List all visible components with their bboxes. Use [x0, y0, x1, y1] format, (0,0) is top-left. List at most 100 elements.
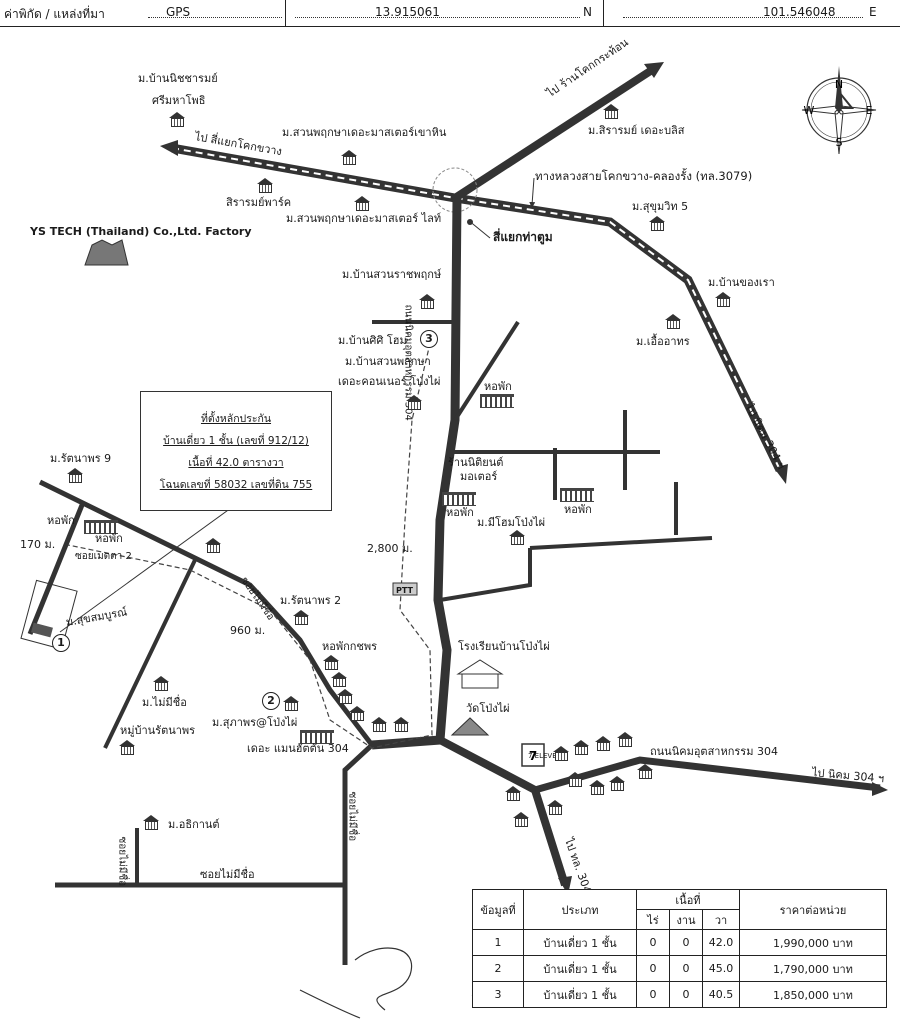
label-manhattan: เดอะ แมนฮัตตัน 304 — [247, 742, 349, 755]
house-icon — [152, 676, 170, 691]
house-icon — [118, 740, 136, 755]
cell-type: บ้านเดี่ยว 1 ชั้น — [523, 981, 637, 1008]
house-icon — [636, 764, 654, 779]
label-nikhom-road-horizontal: ถนนนิคมอุตสาหกรรม 304 — [650, 745, 778, 758]
longitude-dir: E — [869, 5, 877, 19]
cell-price: 1,790,000 บาท — [739, 955, 887, 982]
intersection-circle — [432, 167, 478, 213]
label-dist-960: 960 ม. — [230, 624, 266, 637]
cell-rai: 0 — [636, 955, 670, 982]
label-dorm-5: หอพัก — [95, 532, 123, 545]
th-ngan: งาน — [669, 909, 703, 930]
cell-no: 3 — [472, 981, 524, 1008]
dorm-icon — [300, 730, 334, 744]
th-rai: ไร่ — [636, 909, 670, 930]
label-soi-left: ซอยไม่มีชื่อ — [116, 836, 128, 887]
compass-n: N — [835, 78, 843, 91]
cell-no: 1 — [472, 929, 524, 956]
seven-eleven-logo-text: 7 — [529, 749, 537, 763]
cell-price: 1,990,000 บาท — [739, 929, 887, 956]
highway-3079 — [160, 140, 788, 484]
house-icon — [608, 776, 626, 791]
house-icon — [512, 812, 530, 827]
label-wat-pong-phai: วัดโป่งไผ่ — [466, 702, 510, 715]
temple-icon — [450, 717, 490, 736]
cell-price: 1,850,000 บาท — [739, 981, 887, 1008]
infobox-line2: เนื้อที่ 42.0 ตารางวา — [188, 457, 284, 469]
cell-ngan: 0 — [669, 955, 703, 982]
cell-no: 2 — [472, 955, 524, 982]
table-row: 2 บ้านเดี่ยว 1 ชั้น 0 0 45.0 1,790,000 บ… — [472, 955, 887, 982]
cell-wa: 40.5 — [702, 981, 740, 1008]
label-suan-phruksa-corner: ม.บ้านสวนพฤกษา — [345, 355, 431, 368]
marker-3: 3 — [420, 330, 438, 348]
label-soi-bottom: ซอยไม่มีชื่อ — [200, 868, 255, 881]
label-suan-phruksa-khao-hin: ม.สวนพฤกษาเดอะมาสเตอร์เขาหิน — [282, 126, 447, 139]
label-soi-vert: ซอยไม่มีชื่อ — [346, 791, 358, 842]
road-to-khok-krathon — [452, 62, 664, 202]
source-cell: ค่าพิกัด / แหล่งที่มา GPS — [0, 0, 286, 26]
house-icon — [340, 150, 358, 165]
label-dorm-3: หอพัก — [564, 503, 592, 516]
label-dist-170: 170 ม. — [20, 538, 56, 551]
table-row: 1 บ้านเดี่ยว 1 ชั้น 0 0 42.0 1,990,000 บ… — [472, 929, 887, 956]
collateral-info-box: ที่ตั้งหลักประกัน บ้านเดี่ยว 1 ชั้น (เลข… — [140, 391, 332, 511]
latitude-cell: 13.915061 N — [285, 0, 604, 26]
th-area: เนื้อที่ — [636, 889, 740, 910]
infobox-title: ที่ตั้งหลักประกัน — [200, 413, 272, 425]
label-school: โรงเรียนบ้านโป่งไผ่ — [458, 640, 550, 653]
house-icon — [353, 196, 371, 211]
house-icon — [292, 610, 310, 625]
cell-rai: 0 — [636, 981, 670, 1008]
marker-2: 2 — [262, 692, 280, 710]
longitude-cell: 101.546048 E — [603, 0, 900, 26]
label-corner-pong-phai: เดอะคอนเนอร์ โป่งไผ่ — [338, 375, 441, 388]
price-table: ข้อมูลที่ ประเภท เนื้อที่ ราคาต่อหน่วย ไ… — [472, 889, 887, 1008]
label-seven-eleven: 7 ELEVEN — [528, 752, 562, 760]
house-icon — [405, 395, 423, 410]
house-icon — [322, 655, 340, 670]
label-highway-3079: ทางหลวงสายโคกขวาง-คลองรั้ง (ทล.3079) — [535, 169, 753, 183]
house-icon — [204, 538, 222, 553]
label-sirarom-bliss: ม.สิรารมย์ เดอะบลิส — [588, 124, 685, 137]
label-motor: มอเตอร์ — [460, 470, 498, 483]
label-ys-tech: YS TECH (Thailand) Co.,Ltd. Factory — [30, 225, 252, 238]
cell-type: บ้านเดี่ยว 1 ชั้น — [523, 955, 637, 982]
latitude-dir: N — [583, 5, 592, 19]
house-icon — [508, 530, 526, 545]
compass-s: S — [836, 136, 843, 149]
longitude-value: 101.546048 — [763, 5, 836, 19]
house-icon — [282, 696, 300, 711]
label-suan-ratchaphruek: ม.บ้านสวนราชพฤกษ์ — [342, 268, 442, 281]
cell-rai: 0 — [636, 929, 670, 956]
label-dorm-kotchaphon: หอพักกชพร — [322, 640, 378, 653]
side-streets — [372, 320, 713, 602]
factory-icon — [84, 239, 129, 266]
subject-plots — [20, 579, 78, 650]
house-icon — [552, 746, 570, 761]
latitude-value: 13.915061 — [375, 5, 440, 19]
label-rattanaporn9: ม.รัตนาพร 9 — [50, 452, 112, 465]
label-mai-mi-chue-village: ม.ไม่มีชื่อ — [142, 696, 187, 709]
label-dorm-4: หอพัก — [47, 514, 75, 527]
school-icon — [456, 659, 504, 689]
source-value: GPS — [166, 5, 191, 19]
label-suan-phruksa-light: ม.สวนพฤกษาเดอะมาสเตอร์ ไลท์ — [286, 212, 442, 225]
label-sukhumvit5: ม.สุขุมวิท 5 — [632, 200, 689, 213]
label-ran-nithiyon: ร้านนิติยนต์ — [448, 456, 504, 469]
house-icon — [664, 314, 682, 329]
house-icon — [566, 772, 584, 787]
label-dorm-1: หอพัก — [484, 380, 512, 393]
label-dorm-2: หอพัก — [446, 506, 474, 519]
label-rattanaporn2: ม.รัตนาพร 2 — [280, 594, 342, 607]
signature — [299, 947, 413, 1019]
marker-1: 1 — [52, 634, 70, 652]
label-soi-metta: ซอยเมตตา 2 — [75, 551, 132, 562]
house-icon — [256, 178, 274, 193]
house-icon — [504, 786, 522, 801]
cell-wa: 42.0 — [702, 929, 740, 956]
house-icon — [348, 706, 366, 721]
th-price: ราคาต่อหน่วย — [739, 889, 887, 930]
house-icon — [168, 112, 186, 127]
